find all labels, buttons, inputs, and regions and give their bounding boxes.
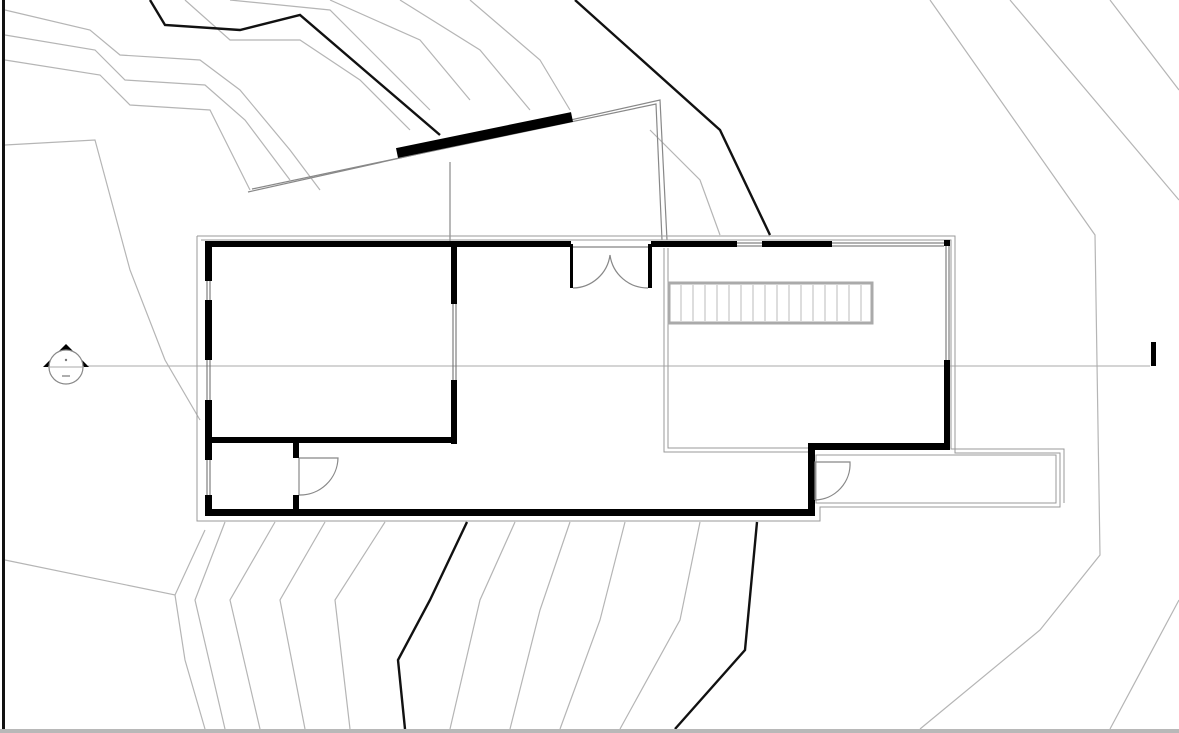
stair-icon (667, 281, 874, 325)
wall (205, 495, 212, 515)
contour-line (229, 521, 276, 730)
wall (207, 241, 571, 247)
wall (451, 244, 457, 304)
terrain-contours-thin (4, 0, 1179, 730)
contour-line-major (148, 0, 441, 136)
wall (570, 244, 573, 288)
contour-line (4, 34, 291, 181)
contour-line (229, 0, 431, 111)
frame-left-edge (2, 0, 5, 729)
walls (205, 240, 950, 516)
contour-line (4, 529, 206, 596)
slab-outline (196, 235, 1065, 522)
section-end-marker-icon (1151, 342, 1156, 366)
roof-beam (395, 112, 574, 158)
wall (944, 240, 950, 246)
contour-line-major (396, 521, 469, 730)
roof-outline (247, 99, 668, 244)
contour-line (559, 521, 626, 730)
contour-line (334, 521, 386, 730)
contour-line (919, 0, 1101, 730)
contour-line (194, 521, 226, 730)
contour-line (619, 521, 701, 730)
contour-line (399, 0, 531, 111)
contour-line (4, 139, 201, 421)
contour-line (449, 521, 516, 730)
wall (205, 300, 212, 360)
contour-line (174, 594, 206, 730)
contour-line (509, 521, 571, 730)
wall (808, 444, 815, 516)
window-bottom-edge (0, 729, 1179, 733)
contour-line-major (674, 521, 759, 730)
wall (648, 244, 652, 288)
wall (293, 495, 299, 513)
door-swing-icon (298, 254, 851, 501)
wall (205, 400, 212, 460)
wall (205, 241, 212, 281)
contour-line (649, 129, 721, 236)
wall (944, 360, 950, 450)
contour-line (4, 59, 251, 191)
contour-line (469, 0, 571, 111)
contour-line (329, 0, 471, 101)
wall (762, 241, 832, 247)
wall (293, 440, 299, 458)
section-marker-icon (43, 344, 89, 385)
contour-line (1009, 0, 1179, 201)
contour-line (279, 521, 326, 730)
terrain-contours-major (148, 0, 772, 730)
wall (808, 443, 950, 450)
wall (208, 437, 457, 443)
windows (206, 242, 950, 495)
wall (651, 241, 737, 247)
wall (451, 380, 457, 444)
contour-line (184, 0, 411, 131)
contour-line (1109, 0, 1179, 91)
contour-line (1109, 599, 1179, 730)
contour-line (4, 9, 321, 191)
wall (205, 509, 813, 516)
contour-line-major (574, 0, 772, 236)
